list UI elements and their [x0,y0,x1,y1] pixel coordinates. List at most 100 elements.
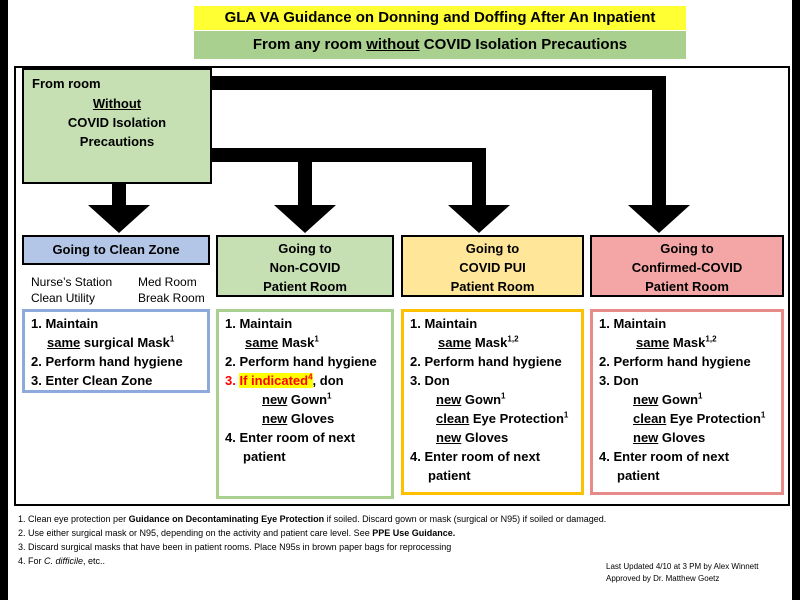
step-enter-clean: 3. Enter Clean Zone [31,373,153,388]
same-word: same [245,335,279,350]
step-enter-next-2: patient [243,449,286,464]
location-break-room: Break Room [138,291,205,305]
header-noncovid-l3: Patient Room [263,279,347,294]
new-word: new [436,392,462,407]
mask-word: Mask [474,335,508,350]
eye-word: Eye Protection [666,411,761,426]
header-noncovid: Going to Non-COVID Patient Room [216,235,394,297]
footnote-ref: 1 [698,391,703,401]
step-mask-line: same Mask1,2 [636,335,717,350]
subtitle-underlined: without [366,36,420,53]
step-maintain: 1. Maintain [31,316,99,331]
footnote-4-c: , etc.. [83,556,106,566]
header-noncovid-l2: Non-COVID [269,260,341,275]
approved-by: Approved by Dr. Matthew Goetz [606,574,720,583]
header-pui-l1: Going to [465,241,520,256]
footnote-1-c: if soiled. Discard gown or mask (surgica… [324,514,607,524]
step-mask-line: same Mask1 [245,335,319,350]
footnote-4: 4. For C. difficile, etc.. [18,556,105,566]
clean-word: clean [436,411,470,426]
new-word: new [633,392,659,407]
arrow-shaft-clean [112,184,126,206]
footnote-1: 1. Clean eye protection per Guidance on … [18,514,606,524]
subtitle-pre: From any room [252,36,367,53]
source-line-3: COVID Isolation [67,115,167,130]
steps-confirmed-covid: 1. Maintain same Mask1,2 2. Perform hand… [590,309,784,495]
arrow-head-covid [628,205,690,233]
footnote-1-a: 1. Clean eye protection per [18,514,129,524]
gown-word: Gown [287,392,328,407]
source-line-4: Precautions [79,134,155,149]
mask-word: Mask [672,335,706,350]
steps-noncovid: 1. Maintain same Mask1 2. Perform hand h… [216,309,394,499]
step-don: 3. Don [599,373,639,388]
step-number: 3. [225,373,240,388]
arrow-shaft-covid [652,76,666,206]
subtitle-post: COVID Isolation Precautions [419,36,628,53]
new-word: new [262,392,288,407]
footnote-ref: 1 [760,410,766,420]
clean-word: clean [633,411,667,426]
subtitle-banner: From any room without COVID Isolation Pr… [194,31,686,59]
step-maintain: 1. Maintain [599,316,667,331]
eye-word: Eye Protection [469,411,564,426]
footnote-2: 2. Use either surgical mask or N95, depe… [18,528,455,538]
footnote-4-a: 4. For [18,556,45,566]
step-enter-next-2: patient [428,468,471,483]
source-line-2: Without [92,96,142,111]
location-med-room: Med Room [138,275,197,289]
step-gloves: new Gloves [633,430,705,445]
header-clean-zone-text: Going to Clean Zone [52,242,180,257]
step-enter-next: 4. Enter room of next [225,430,356,445]
diagram-frame [14,66,790,506]
title-banner: GLA VA Guidance on Donning and Doffing A… [194,6,686,50]
location-nurses-station: Nurse’s Station [31,275,113,289]
footnote-1-link: Guidance on Decontaminating Eye Protecti… [128,514,325,524]
step-maintain: 1. Maintain [225,316,293,331]
footnote-3: 3. Discard surgical masks that have been… [18,542,452,552]
if-indicated-text: If indicated [239,373,309,388]
same-word: same [438,335,472,350]
header-pui: Going to COVID PUI Patient Room [401,235,584,297]
step-gown: new Gown1 [633,392,702,407]
step-gloves: new Gloves [436,430,508,445]
steps-pui: 1. Maintain same Mask1,2 2. Perform hand… [401,309,584,495]
last-updated: Last Updated 4/10 at 3 PM by Alex Winnet… [606,562,759,571]
step-enter-next: 4. Enter room of next [599,449,730,464]
same-word: same [636,335,670,350]
footnote-ref: 1 [314,334,319,344]
mask-word: Mask [281,335,315,350]
arrow-head-clean [88,205,150,233]
new-word: new [262,411,288,426]
footnote-2-link: PPE Use Guidance. [372,528,456,538]
same-word: same [47,335,81,350]
gloves-word: Gloves [658,430,706,445]
footnote-ref: 1 [563,410,569,420]
footnote-ref: 1 [501,391,506,401]
header-confirmed-covid: Going to Confirmed-COVID Patient Room [590,235,784,297]
location-clean-utility: Clean Utility [31,291,96,305]
step-if-indicated: 3. If indicated4, don [225,373,344,388]
footnote-ref: 1 [327,391,332,401]
step-gown: new Gown1 [436,392,505,407]
gown-word: Gown [658,392,699,407]
header-noncovid-l1: Going to [278,241,332,256]
right-edge-bar [792,0,800,600]
step-hygiene: 2. Perform hand hygiene [31,354,183,369]
header-pui-l2: COVID PUI [459,260,526,275]
header-pui-l3: Patient Room [450,279,535,294]
arrow-shaft-noncovid [298,162,312,206]
new-word: new [436,430,462,445]
step-gown: new Gown1 [262,392,331,407]
surgical-mask-word: surgical Mask [80,335,170,350]
footnote-ref-4: 4 [308,372,313,382]
source-line-1: From room [32,76,101,91]
header-covid-l1: Going to [660,241,714,256]
step-enter-next-2: patient [617,468,660,483]
step-maintain: 1. Maintain [410,316,478,331]
header-clean-zone: Going to Clean Zone [22,235,210,265]
step-mask-line: same surgical Mask1 [47,335,174,350]
don-suffix: , don [312,373,344,388]
left-edge-bar [0,0,8,600]
